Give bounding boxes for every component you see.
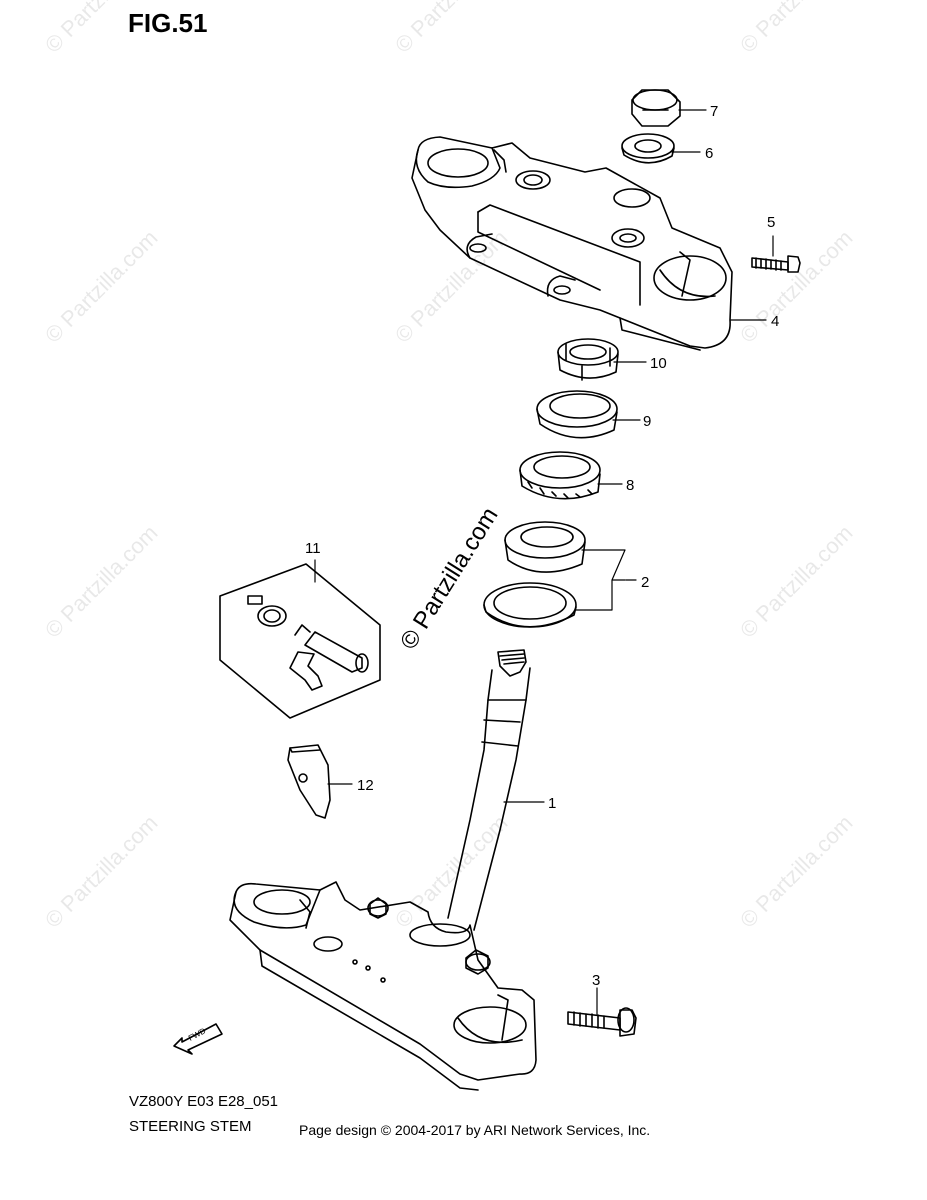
part-10-lock-nut[interactable] (557, 338, 619, 381)
callout-4[interactable]: 4 (771, 313, 780, 330)
callout-10[interactable]: 10 (650, 355, 667, 372)
callout-6[interactable]: 6 (705, 145, 714, 162)
callout-12[interactable]: 12 (357, 777, 374, 794)
part-7-cap-nut[interactable] (631, 89, 681, 127)
part-5-bolt[interactable] (751, 255, 801, 273)
callout-11[interactable]: 11 (305, 540, 321, 557)
callout-5[interactable]: 5 (767, 214, 776, 231)
copyright-notice: Page design © 2004-2017 by ARI Network S… (299, 1122, 651, 1138)
callout-1[interactable]: 1 (548, 795, 557, 812)
callout-3[interactable]: 3 (592, 972, 601, 989)
callout-2[interactable]: 2 (641, 574, 650, 591)
part-2-bearing-race-set[interactable] (483, 521, 586, 628)
part-9-dust-seal[interactable] (536, 390, 618, 439)
part-1-steering-stem[interactable] (229, 649, 537, 1091)
callout-7[interactable]: 7 (710, 103, 719, 120)
model-code: VZ800Y E03 E28_051 (129, 1093, 279, 1110)
part-8-bearing[interactable] (519, 451, 601, 500)
part-11-steering-lock-kit[interactable] (219, 563, 381, 719)
part-3-bolt[interactable] (567, 1007, 637, 1037)
fwd-arrow-icon (173, 1023, 223, 1055)
part-12-plate[interactable] (287, 744, 331, 819)
figure-title: FIG.51 (128, 8, 208, 38)
part-4-upper-bracket[interactable] (411, 136, 733, 351)
callout-8[interactable]: 8 (626, 477, 635, 494)
section-name: STEERING STEM (129, 1118, 252, 1135)
callout-9[interactable]: 9 (643, 413, 652, 430)
leader-lines (314, 109, 774, 1015)
part-6-washer[interactable] (621, 133, 675, 164)
